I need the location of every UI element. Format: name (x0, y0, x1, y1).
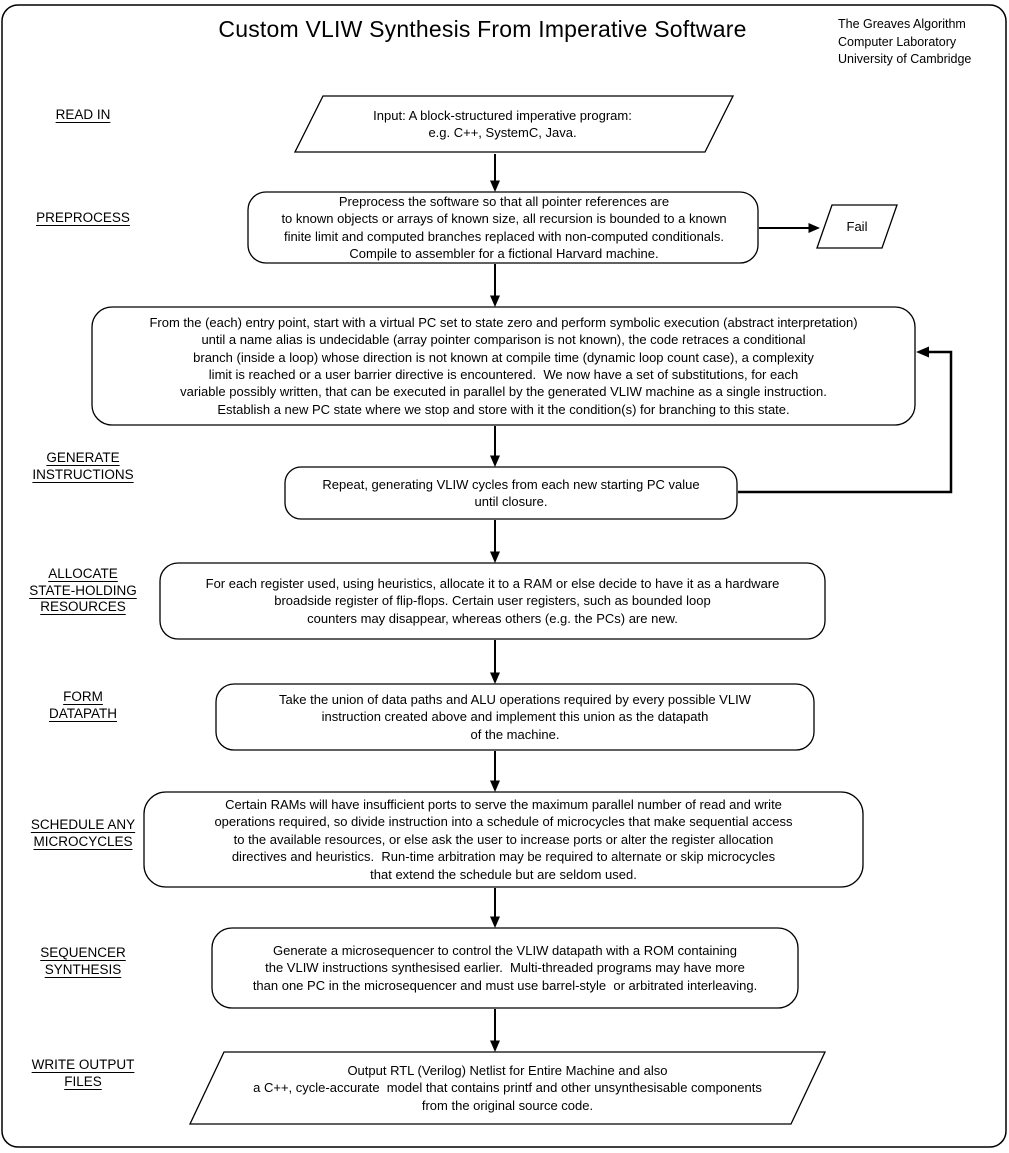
preprocess-box-text: Preprocess the software so that all poin… (281, 193, 727, 261)
preprocess-box (247, 191, 759, 264)
stage-label-write-output-files: WRITE OUTPUT FILES (31, 1057, 135, 1089)
arrow-form-to-schedule (490, 751, 500, 792)
arrow-preprocess-to-symbolic (490, 264, 500, 307)
stage-label-sequencer-synthesis: SEQUENCER SYNTHESIS (40, 945, 126, 977)
fail-box-text: Fail (846, 218, 868, 234)
output-parallelogram (188, 1051, 827, 1125)
input-parallelogram (293, 95, 735, 153)
fail-parallelogram (816, 204, 898, 249)
stage-label-read-in: READ IN (55, 107, 111, 122)
input-box-text: Input: A block-structured imperative pro… (373, 107, 632, 140)
repeat-box (284, 466, 738, 520)
arrow-symbolic-to-repeat (490, 426, 500, 467)
stage-label-preprocess: PREPROCESS (36, 210, 130, 225)
stage-label-form-datapath: FORM DATAPATH (48, 689, 117, 721)
arrow-schedule-to-sequencer (490, 888, 500, 928)
allocate-box (159, 562, 826, 640)
repeat-box-text: Repeat, generating VLIW cycles from each… (322, 476, 700, 509)
stage-label-schedule-any-microcycles: SCHEDULE ANY MICROCYCLES (30, 817, 136, 849)
form-datapath-box (215, 683, 815, 751)
arrow-repeat-to-allocate (490, 520, 500, 563)
page-border (1, 4, 1007, 1148)
allocate-box-text: For each register used, using heuristics… (205, 575, 780, 626)
credit-block: The Greaves Algorithm Computer Laborator… (838, 17, 972, 66)
arrow-sequencer-to-output (490, 1009, 500, 1052)
page-title: Custom VLIW Synthesis From Imperative So… (218, 16, 747, 42)
schedule-box (143, 791, 864, 888)
arrow-input-to-preprocess (490, 154, 500, 192)
symbolic-execution-box (91, 306, 916, 426)
stage-label-generate-instructions: GENERATE INSTRUCTIONS (32, 450, 134, 482)
symbolic-execution-box-text: From the (each) entry point, start with … (149, 314, 858, 417)
arrow-allocate-to-form (490, 640, 500, 684)
stage-label-allocate-state-holding-resources: ALLOCATE STATE-HOLDING RESOURCES (29, 566, 137, 614)
schedule-box-text: Certain RAMs will have insufficient port… (214, 796, 793, 882)
sequencer-box-text: Generate a microsequencer to control the… (252, 942, 758, 993)
form-datapath-box-text: Take the union of data paths and ALU ope… (279, 691, 751, 742)
output-box-text: Output RTL (Verilog) Netlist for Entire … (253, 1062, 762, 1113)
feedback-arrow (738, 346, 953, 494)
sequencer-box (211, 927, 799, 1009)
arrow-preprocess-to-fail (759, 223, 820, 233)
